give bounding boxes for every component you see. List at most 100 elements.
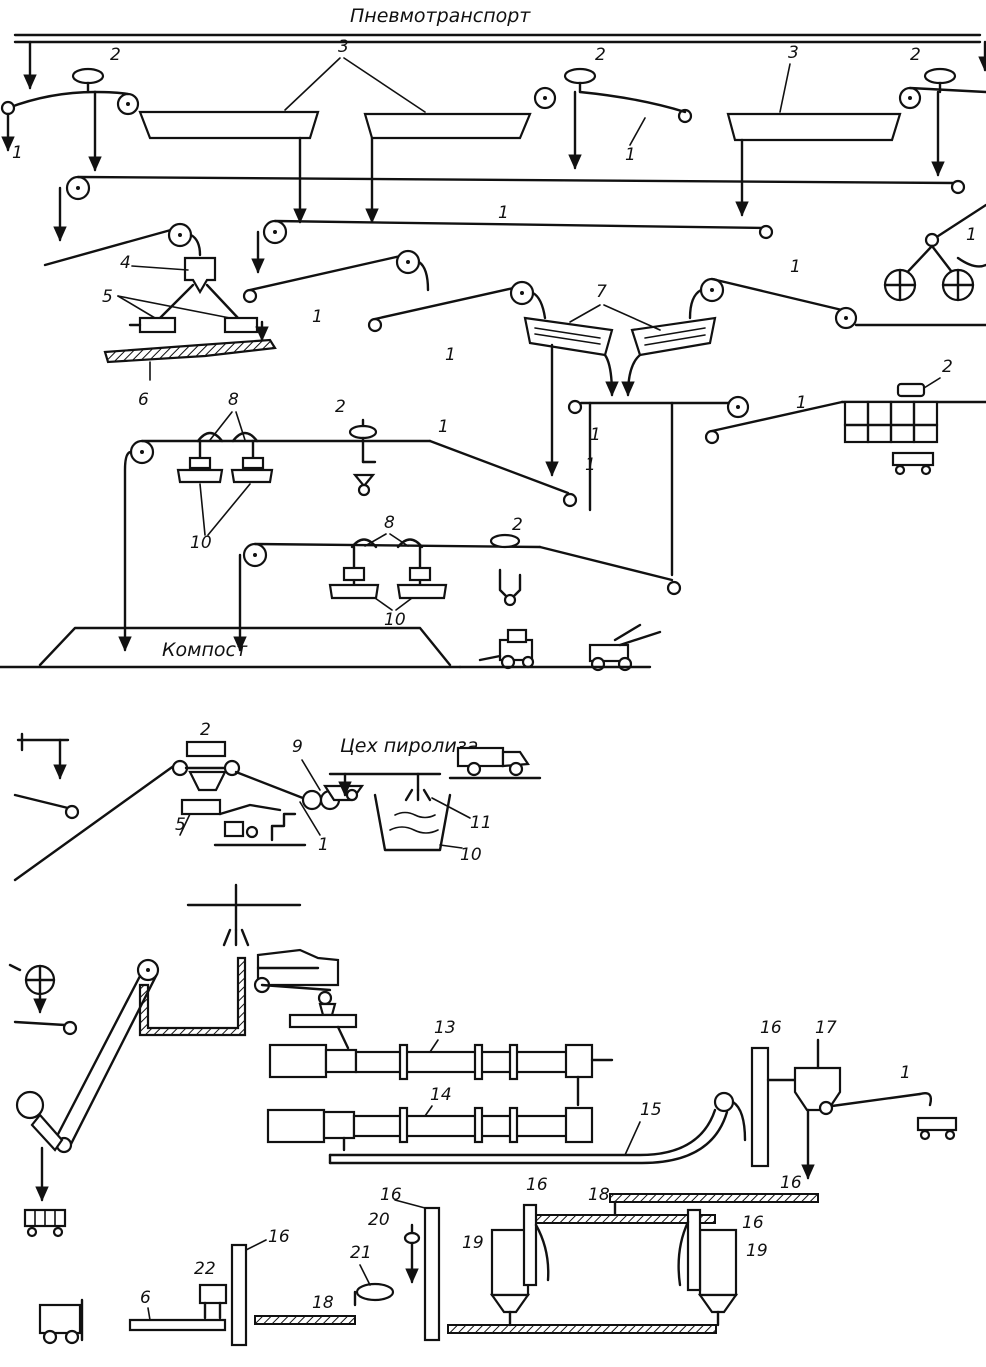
dosing-unit-20: [403, 1223, 421, 1284]
conveyor-top-left: [0, 90, 102, 172]
label-16: 16: [760, 1018, 782, 1038]
magnetic-separator-icon: [923, 67, 957, 94]
loader-icon: [588, 623, 662, 672]
rotary-kiln-14: [266, 1106, 594, 1152]
label-18: 18: [588, 1185, 610, 1205]
crane-bunker: [186, 883, 302, 947]
magnetic-separator-8a: [176, 431, 274, 484]
bucket-elevator-16: [423, 1206, 441, 1342]
receiving-bunker: [138, 956, 247, 1037]
label-2: 2: [110, 45, 121, 65]
conveyor-sorting-1: [118, 439, 578, 652]
magnetic-separator-icon: [348, 418, 378, 497]
label-16: 16: [742, 1213, 764, 1233]
label-1: 1: [12, 143, 23, 163]
drum-screen-3: [726, 112, 902, 142]
magnetic-separator-icon: [563, 67, 597, 94]
pneumotransport-pipe: [13, 33, 986, 90]
conveyor-fragment: [13, 793, 80, 820]
label-2: 2: [512, 515, 523, 535]
label-3: 3: [338, 37, 349, 57]
presses-5: [128, 316, 259, 334]
label-4: 4: [120, 253, 131, 273]
label-21: 21: [350, 1243, 372, 1263]
bucket-elevator-16: [522, 1203, 550, 1287]
label-6: 6: [140, 1288, 151, 1308]
label-1: 1: [585, 455, 596, 475]
label-10: 10: [384, 610, 406, 630]
label-1: 1: [590, 425, 601, 445]
label-16: 16: [380, 1185, 402, 1205]
pyrolysis-shop-label: Цех пиролиза: [340, 735, 478, 757]
wagon-icon: [916, 1116, 958, 1141]
label-9: 9: [292, 737, 303, 757]
eddy-current-separator: [883, 203, 986, 302]
tractor-icon: [478, 628, 535, 670]
conveyor-distribution: [567, 395, 750, 577]
label-19: 19: [746, 1241, 768, 1261]
crusher-left: [15, 1090, 64, 1202]
rotary-kiln-13: [268, 1043, 614, 1107]
label-6: 6: [138, 390, 149, 410]
compost-label: Компост: [162, 639, 248, 661]
cyclone-17: [793, 1038, 933, 1180]
label-17: 17: [815, 1018, 837, 1038]
label-18: 18: [312, 1293, 334, 1313]
label-16: 16: [268, 1227, 290, 1247]
shredder-left: [8, 963, 78, 1036]
label-1: 1: [445, 345, 456, 365]
conveyor-pulley-icon: [116, 86, 922, 124]
label-1: 1: [796, 393, 807, 413]
conveyor-to-hopper: [43, 222, 202, 267]
conveyor-sorting-2: [233, 542, 682, 652]
label-5: 5: [175, 815, 186, 835]
magnetic-separator-icon: [71, 67, 105, 94]
label-15: 15: [640, 1100, 662, 1120]
crane-rail-left: [16, 732, 70, 780]
storage-bins: [843, 400, 939, 444]
hopper-4: [158, 256, 240, 320]
kiln-feeder: [253, 948, 358, 1050]
crane-rail-pyrolysis: [328, 772, 442, 802]
wagon-icon: [23, 1208, 67, 1238]
forklift-icon: [38, 1298, 84, 1345]
label-8: 8: [228, 390, 239, 410]
label-1: 1: [318, 835, 329, 855]
label-16: 16: [780, 1173, 802, 1193]
label-10: 10: [190, 533, 212, 553]
conveyor-to-dryer: [367, 280, 547, 333]
label-1: 1: [438, 417, 449, 437]
label-1: 1: [498, 203, 509, 223]
label-2: 2: [910, 45, 921, 65]
label-1: 1: [790, 257, 801, 277]
label-1: 1: [312, 307, 323, 327]
label-1: 1: [900, 1063, 911, 1083]
screw-conveyor-18-top: [609, 1193, 819, 1203]
label-13: 13: [434, 1018, 456, 1038]
label-10: 10: [460, 845, 482, 865]
label-2: 2: [200, 720, 211, 740]
pneumotransport-title: Пневмотранспорт: [350, 5, 531, 27]
packer-22: [198, 1283, 228, 1320]
rail-wagon-icon: [891, 451, 935, 476]
magnetic-separator-8b: [328, 538, 448, 600]
label-20: 20: [368, 1210, 390, 1230]
bucket-elevator-16: [677, 1208, 702, 1292]
label-3: 3: [788, 43, 799, 63]
label-22: 22: [194, 1259, 216, 1279]
silo-19-right: [697, 1228, 739, 1327]
label-19: 19: [462, 1233, 484, 1253]
drum-screen-2: [363, 112, 532, 140]
separator-9: [301, 784, 365, 811]
conveyor-inclined: [242, 249, 430, 304]
label-1: 1: [966, 225, 977, 245]
truck-icon: [456, 746, 530, 777]
conveyor-right-dryer: [688, 277, 986, 330]
conveyor-15: [328, 1091, 747, 1165]
label-2: 2: [335, 397, 346, 417]
compost-pile: [0, 626, 462, 669]
label-1: 1: [625, 145, 636, 165]
unit-21: [353, 1282, 395, 1307]
magnetic-separator-icon: [489, 533, 522, 607]
